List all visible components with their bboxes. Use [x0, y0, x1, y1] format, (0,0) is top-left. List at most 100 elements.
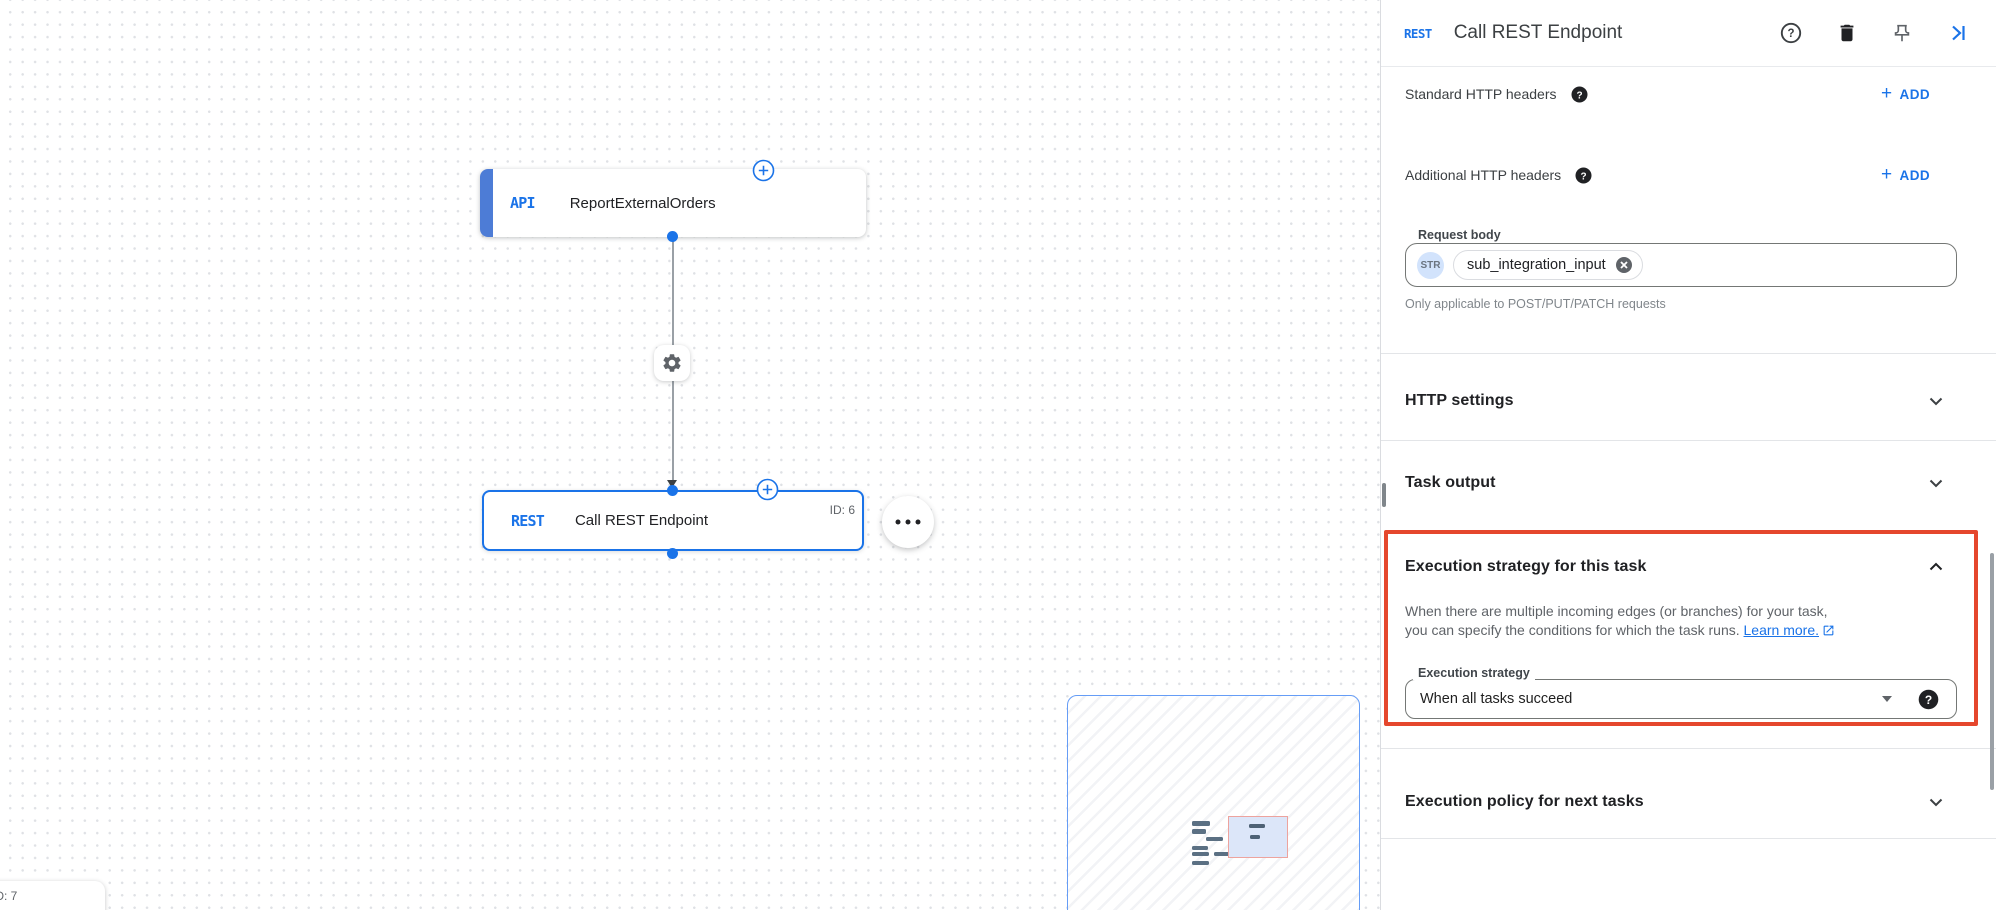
- pin-icon: [1894, 24, 1910, 42]
- minimap-node-bar: [1192, 861, 1209, 865]
- partial-node[interactable]: ID: 7: [0, 881, 105, 910]
- edge-arrowhead-icon: [667, 480, 677, 488]
- help-badge[interactable]: ?: [1571, 86, 1588, 103]
- api-badge: API: [510, 194, 535, 212]
- trash-icon: [1840, 24, 1854, 42]
- panel-left-scrollbar[interactable]: [1382, 483, 1386, 507]
- plus-circle-icon: [752, 159, 775, 182]
- request-body-helper: Only applicable to POST/PUT/PATCH reques…: [1405, 297, 1666, 311]
- execution-strategy-select[interactable]: When all tasks succeed ?: [1405, 679, 1957, 719]
- description-line-1: When there are multiple incoming edges (…: [1405, 603, 1828, 619]
- pin-button[interactable]: [1891, 22, 1913, 44]
- divider: [1381, 838, 1996, 839]
- integration-canvas[interactable]: API ReportExternalOrders REST Call REST …: [0, 0, 1380, 910]
- node-accent-bar: [480, 169, 493, 237]
- minimap-node-bar: [1192, 821, 1210, 826]
- description-line-2-text: you can specify the conditions for which…: [1405, 622, 1740, 638]
- help-icon: ?: [1780, 22, 1802, 44]
- rest-node-label: Call REST Endpoint: [574, 512, 709, 529]
- help-badge[interactable]: ?: [1575, 167, 1592, 184]
- panel-header: REST Call REST Endpoint ?: [1381, 0, 1996, 67]
- external-link-icon: [1823, 625, 1834, 636]
- add-additional-header-button[interactable]: + ADD: [1881, 163, 1930, 185]
- dropdown-caret-icon: [1882, 696, 1892, 702]
- http-settings-title: HTTP settings: [1405, 392, 1514, 409]
- minimap-node-bar: [1249, 824, 1265, 828]
- rest-badge: REST: [511, 511, 545, 530]
- standard-headers-label: Standard HTTP headers: [1405, 86, 1557, 102]
- chevron-down-icon[interactable]: [1924, 790, 1948, 814]
- execution-strategy-accordion[interactable]: Execution strategy for this task: [1381, 552, 1996, 582]
- execution-strategy-description: When there are multiple incoming edges (…: [1405, 602, 1977, 640]
- minimap-node-bar: [1192, 846, 1208, 850]
- svg-text:?: ?: [1576, 90, 1582, 101]
- help-filled-icon[interactable]: ?: [1918, 689, 1939, 710]
- chevron-up-icon[interactable]: [1924, 555, 1948, 579]
- minimap-node-bar: [1192, 829, 1206, 834]
- ellipsis-icon: [895, 519, 921, 525]
- variable-chip-label: sub_integration_input: [1467, 257, 1606, 273]
- divider: [1381, 440, 1996, 441]
- standard-headers-row: Standard HTTP headers ? + ADD: [1405, 70, 1956, 118]
- task-id-label: ID: 7: [0, 889, 18, 903]
- minimap-node-bar: [1206, 837, 1223, 841]
- minimap-viewport[interactable]: [1228, 816, 1288, 858]
- execution-policy-title: Execution policy for next tasks: [1405, 793, 1644, 810]
- minimap-node-bar: [1214, 852, 1229, 856]
- add-task-button[interactable]: [752, 159, 775, 182]
- execution-strategy-title: Execution strategy for this task: [1405, 558, 1647, 575]
- task-output-accordion[interactable]: Task output: [1381, 457, 1996, 509]
- gear-icon: [663, 354, 681, 372]
- execution-strategy-value: When all tasks succeed: [1420, 691, 1573, 707]
- add-task-button[interactable]: [756, 478, 779, 501]
- api-node-label: ReportExternalOrders: [569, 194, 716, 212]
- minimap[interactable]: [1067, 695, 1360, 910]
- connector-dot[interactable]: [667, 231, 678, 242]
- edge-gear-button[interactable]: [654, 345, 690, 381]
- panel-scrollbar[interactable]: [1990, 553, 1994, 790]
- remove-chip-icon[interactable]: [1615, 256, 1633, 274]
- request-body-field[interactable]: STR sub_integration_input: [1405, 243, 1957, 287]
- chevron-down-icon[interactable]: [1924, 471, 1948, 495]
- plus-icon: +: [1881, 163, 1893, 185]
- learn-more-link[interactable]: Learn more.: [1743, 622, 1819, 638]
- api-trigger-node[interactable]: API ReportExternalOrders: [480, 169, 866, 237]
- delete-button[interactable]: [1836, 22, 1858, 44]
- help-button[interactable]: ?: [1779, 21, 1803, 45]
- additional-headers-row: Additional HTTP headers ? + ADD: [1405, 151, 1956, 199]
- connector-dot[interactable]: [667, 485, 678, 496]
- divider: [1381, 748, 1996, 749]
- collapse-right-icon: [1952, 25, 1965, 41]
- task-id-label: ID: 6: [829, 503, 855, 517]
- description-line-2: you can specify the conditions for which…: [1405, 621, 1977, 640]
- svg-text:?: ?: [1787, 28, 1794, 40]
- minimap-node-bar: [1192, 852, 1209, 856]
- divider: [1381, 353, 1996, 354]
- variable-chip[interactable]: sub_integration_input: [1453, 250, 1643, 280]
- additional-headers-label: Additional HTTP headers: [1405, 167, 1562, 183]
- minimap-node-bar: [1250, 835, 1260, 839]
- plus-icon: +: [1881, 82, 1893, 104]
- rest-task-node[interactable]: REST Call REST Endpoint ID: 6: [482, 490, 864, 551]
- task-output-title: Task output: [1405, 474, 1496, 491]
- help-filled-icon: ?: [1575, 167, 1592, 183]
- execution-strategy-field-label: Execution strategy: [1413, 666, 1535, 680]
- execution-policy-accordion[interactable]: Execution policy for next tasks: [1381, 776, 1996, 828]
- type-chip: STR: [1417, 251, 1444, 279]
- plus-circle-icon: [756, 478, 779, 501]
- chevron-down-icon[interactable]: [1924, 389, 1948, 413]
- add-label: ADD: [1899, 167, 1930, 183]
- svg-text:?: ?: [1925, 693, 1932, 707]
- add-standard-header-button[interactable]: + ADD: [1881, 82, 1930, 104]
- task-config-panel: REST Call REST Endpoint ?: [1380, 0, 1996, 910]
- http-settings-accordion[interactable]: HTTP settings: [1381, 375, 1996, 427]
- request-body-label: Request body: [1413, 228, 1506, 242]
- collapse-panel-button[interactable]: [1946, 21, 1970, 45]
- svg-text:?: ?: [1581, 171, 1587, 182]
- more-options-button[interactable]: [882, 496, 934, 548]
- panel-title: Call REST Endpoint: [1453, 22, 1623, 43]
- help-filled-icon: ?: [1571, 86, 1587, 102]
- connector-dot[interactable]: [667, 548, 678, 559]
- rest-badge: REST: [1404, 25, 1432, 41]
